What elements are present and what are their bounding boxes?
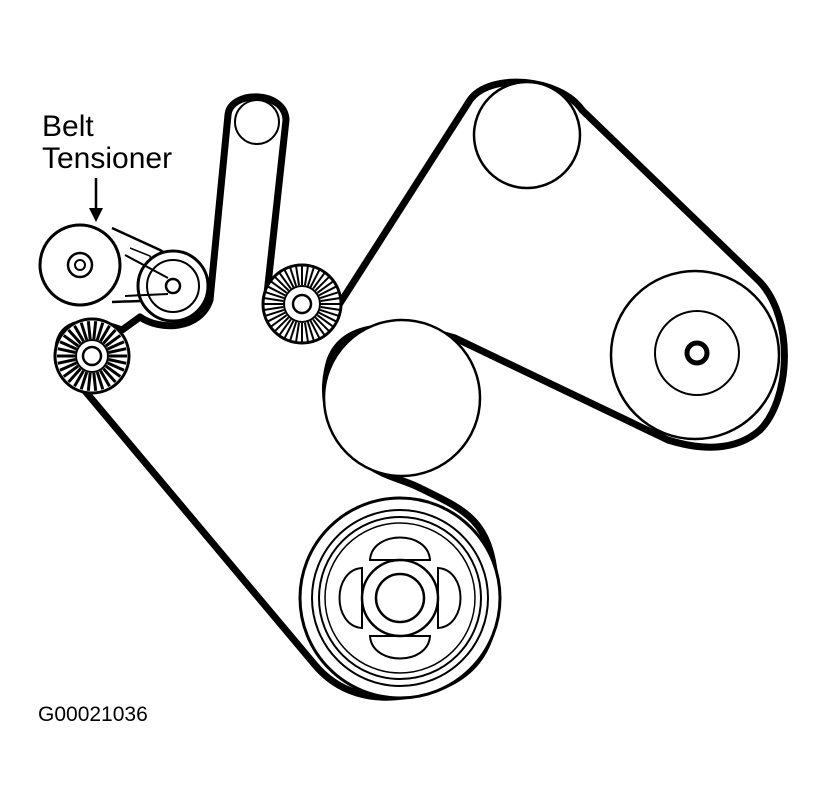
pulley-groove — [314, 316, 330, 332]
pulley-groove — [57, 347, 76, 354]
pulley-groove — [99, 369, 111, 388]
pulley-groove — [104, 334, 122, 348]
pulley-groove — [278, 272, 292, 290]
pulley-groove — [267, 311, 286, 323]
pulley-groove — [316, 280, 334, 294]
figure-code: G00021036 — [38, 703, 148, 726]
pulley-groove — [289, 321, 298, 341]
crankshaft-pulley — [298, 496, 502, 700]
crank-lobe-right — [437, 566, 462, 630]
pulley-groove — [318, 311, 337, 323]
pulley-groove — [265, 308, 285, 317]
belt-label: Belt — [42, 110, 94, 143]
tensioner-arm-pulley-inner — [146, 259, 200, 313]
pulley-groove — [62, 364, 80, 378]
pulley-groove — [264, 306, 284, 311]
pulley-groove — [79, 322, 89, 341]
pulley-groove — [108, 347, 127, 354]
tensioner-pointer-arrow — [89, 178, 103, 222]
pulley-groove — [73, 324, 85, 343]
pulley-groove — [92, 372, 98, 391]
pulley-groove — [319, 308, 339, 317]
pulley-groove — [106, 340, 125, 351]
pulley-groove — [295, 266, 300, 286]
pulley-groove — [267, 285, 286, 297]
pulley-groove — [314, 276, 330, 292]
pulley-groove — [99, 324, 111, 343]
pulley-groove — [79, 371, 89, 390]
middle-idler-pulley — [322, 318, 482, 478]
pulley-groove — [312, 272, 326, 290]
belt-tensioner — [38, 223, 210, 323]
tensioner-bolt-inner — [74, 259, 86, 271]
crank-lobe-top — [368, 536, 432, 561]
right-pulley — [609, 269, 781, 441]
pulley-groove — [274, 316, 290, 332]
pulley-groove — [289, 267, 298, 287]
pulley-groove — [102, 367, 117, 384]
pulley-groove — [265, 291, 285, 300]
upper-right-pulley — [472, 80, 582, 190]
pulley-groove — [57, 358, 76, 365]
pulley-groove — [278, 318, 292, 336]
pulley-groove — [67, 328, 82, 345]
pulley-groove — [312, 318, 326, 336]
pulley-groove — [320, 306, 340, 311]
pulley-groove — [320, 297, 340, 302]
pulley-groove — [306, 321, 315, 341]
pulley-groove — [283, 320, 295, 339]
pulley-groove — [95, 371, 105, 390]
pulley-groove — [102, 328, 117, 345]
pulley-groove — [283, 269, 295, 288]
pulley-groove — [106, 361, 125, 372]
crank-lobe-bottom — [368, 635, 432, 660]
pulley-groove — [309, 320, 321, 339]
pulley-groove — [316, 314, 334, 328]
pulley-groove — [270, 314, 288, 328]
pulley-groove — [73, 369, 85, 388]
pulley-groove — [304, 266, 309, 286]
pulley-groove — [309, 269, 321, 288]
pulley-groove — [108, 358, 127, 365]
pulley-groove — [318, 285, 337, 297]
pulley-groove — [92, 321, 98, 340]
pulley-groove — [86, 321, 92, 340]
pulley-groove — [95, 322, 105, 341]
tensioner-arm-hub — [164, 277, 182, 295]
tensioner-bolt-outer — [66, 251, 94, 279]
pulley-groove — [306, 267, 315, 287]
grooved-idler-pulley — [261, 263, 343, 345]
tensioner-arm-link — [124, 254, 169, 297]
pulley-groove — [319, 291, 339, 300]
tensioner-label: Tensioner — [42, 142, 173, 175]
pulley-groove — [264, 297, 284, 302]
crank-lobe-left — [338, 566, 363, 630]
pulley-groove — [274, 276, 290, 292]
pulley-groove — [62, 334, 80, 348]
grooved-lower-left-pulley — [53, 317, 131, 395]
pulley-groove — [59, 361, 78, 372]
pulley-groove — [104, 364, 122, 378]
pulley-groove — [270, 280, 288, 294]
pulley-groove — [304, 322, 309, 342]
pulley-groove — [67, 367, 82, 384]
pulley-groove — [295, 322, 300, 342]
idler-pulley-top — [234, 99, 280, 145]
pulley-groove — [86, 372, 92, 391]
pulley-groove — [59, 340, 78, 351]
belt-tensioner-pulley — [38, 223, 122, 307]
